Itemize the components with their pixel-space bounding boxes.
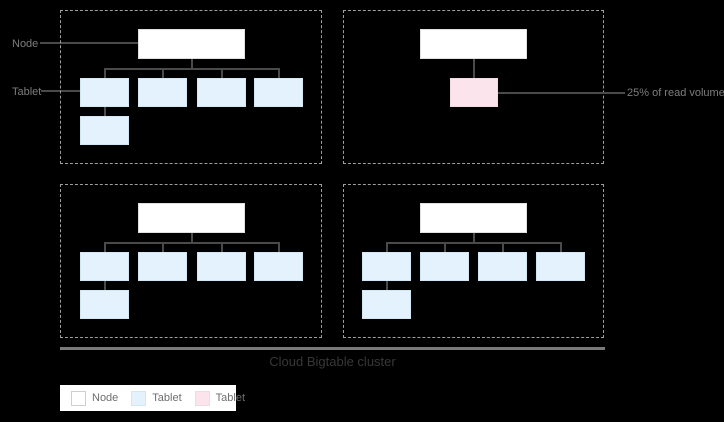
tablet-box — [478, 252, 527, 281]
legend-label: Tablet — [215, 392, 246, 404]
tablet-swatch — [131, 390, 147, 406]
connector-line — [386, 281, 388, 291]
connector-line — [162, 68, 164, 79]
connector-line — [104, 242, 106, 253]
tablet-box — [80, 78, 129, 107]
hot-tablet-swatch — [194, 390, 210, 406]
connector-line — [502, 242, 504, 253]
connector-line — [221, 242, 223, 253]
node-panel-bottom-right — [343, 184, 604, 338]
read-volume-callout-line — [498, 92, 625, 94]
cluster-caption: Cloud Bigtable cluster — [269, 354, 396, 369]
tablet-box — [80, 116, 129, 145]
hot-tablet-box — [450, 78, 498, 107]
node-box — [138, 29, 245, 59]
connector-line — [104, 107, 106, 117]
node-callout-label: Node — [12, 38, 39, 50]
node-box — [420, 203, 527, 233]
connector-line — [386, 242, 388, 253]
connector-line — [104, 68, 106, 79]
legend: Node Tablet Tablet — [60, 385, 245, 411]
connector-line — [104, 68, 280, 70]
connector-line — [191, 233, 193, 243]
node-box — [138, 203, 245, 233]
tablet-callout-label: Tablet — [12, 86, 42, 98]
connector-line — [560, 242, 562, 253]
node-panel-top-right — [343, 10, 604, 164]
tablet-box — [254, 78, 303, 107]
node-panel-top-left — [60, 10, 322, 164]
read-volume-callout-label: 25% of read volume — [627, 87, 724, 99]
connector-line — [473, 233, 475, 243]
connector-line — [278, 68, 280, 79]
tablet-box — [254, 252, 303, 281]
connector-line — [473, 59, 475, 79]
connector-line — [104, 281, 106, 291]
node-panel-bottom-left — [60, 184, 322, 338]
node-swatch — [71, 390, 86, 406]
tablet-box — [197, 78, 246, 107]
tablet-box — [80, 252, 129, 281]
connector-line — [104, 242, 280, 244]
node-box — [420, 29, 527, 59]
connector-line — [278, 242, 280, 253]
tablet-box — [420, 252, 469, 281]
tablet-box — [80, 290, 129, 319]
legend-item-hot-tablet: Tablet — [194, 390, 246, 406]
legend-label: Node — [92, 392, 119, 404]
connector-line — [191, 59, 193, 69]
legend-item-node: Node — [71, 390, 119, 406]
tablet-box — [197, 252, 246, 281]
cluster-line — [60, 347, 605, 350]
tablet-box — [138, 78, 187, 107]
connector-line — [444, 242, 446, 253]
tablet-box — [362, 252, 411, 281]
node-callout-line — [40, 42, 138, 44]
legend-label: Tablet — [152, 392, 182, 404]
tablet-box — [536, 252, 585, 281]
tablet-box — [362, 290, 411, 319]
connector-line — [162, 242, 164, 253]
legend-item-tablet: Tablet — [131, 390, 182, 406]
connector-line — [386, 242, 562, 244]
tablet-box — [138, 252, 187, 281]
connector-line — [221, 68, 223, 79]
